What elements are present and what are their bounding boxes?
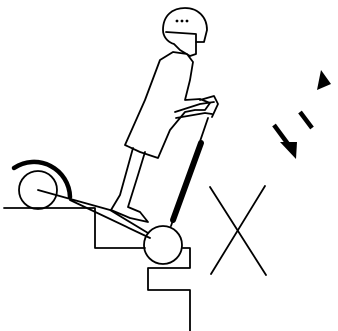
arrow-icon [274, 70, 331, 159]
rear-wheel-icon [14, 162, 70, 209]
rider [111, 8, 218, 222]
cross-mark-icon [210, 186, 266, 275]
rider-legs [111, 148, 148, 222]
front-wheel-icon [144, 226, 182, 264]
